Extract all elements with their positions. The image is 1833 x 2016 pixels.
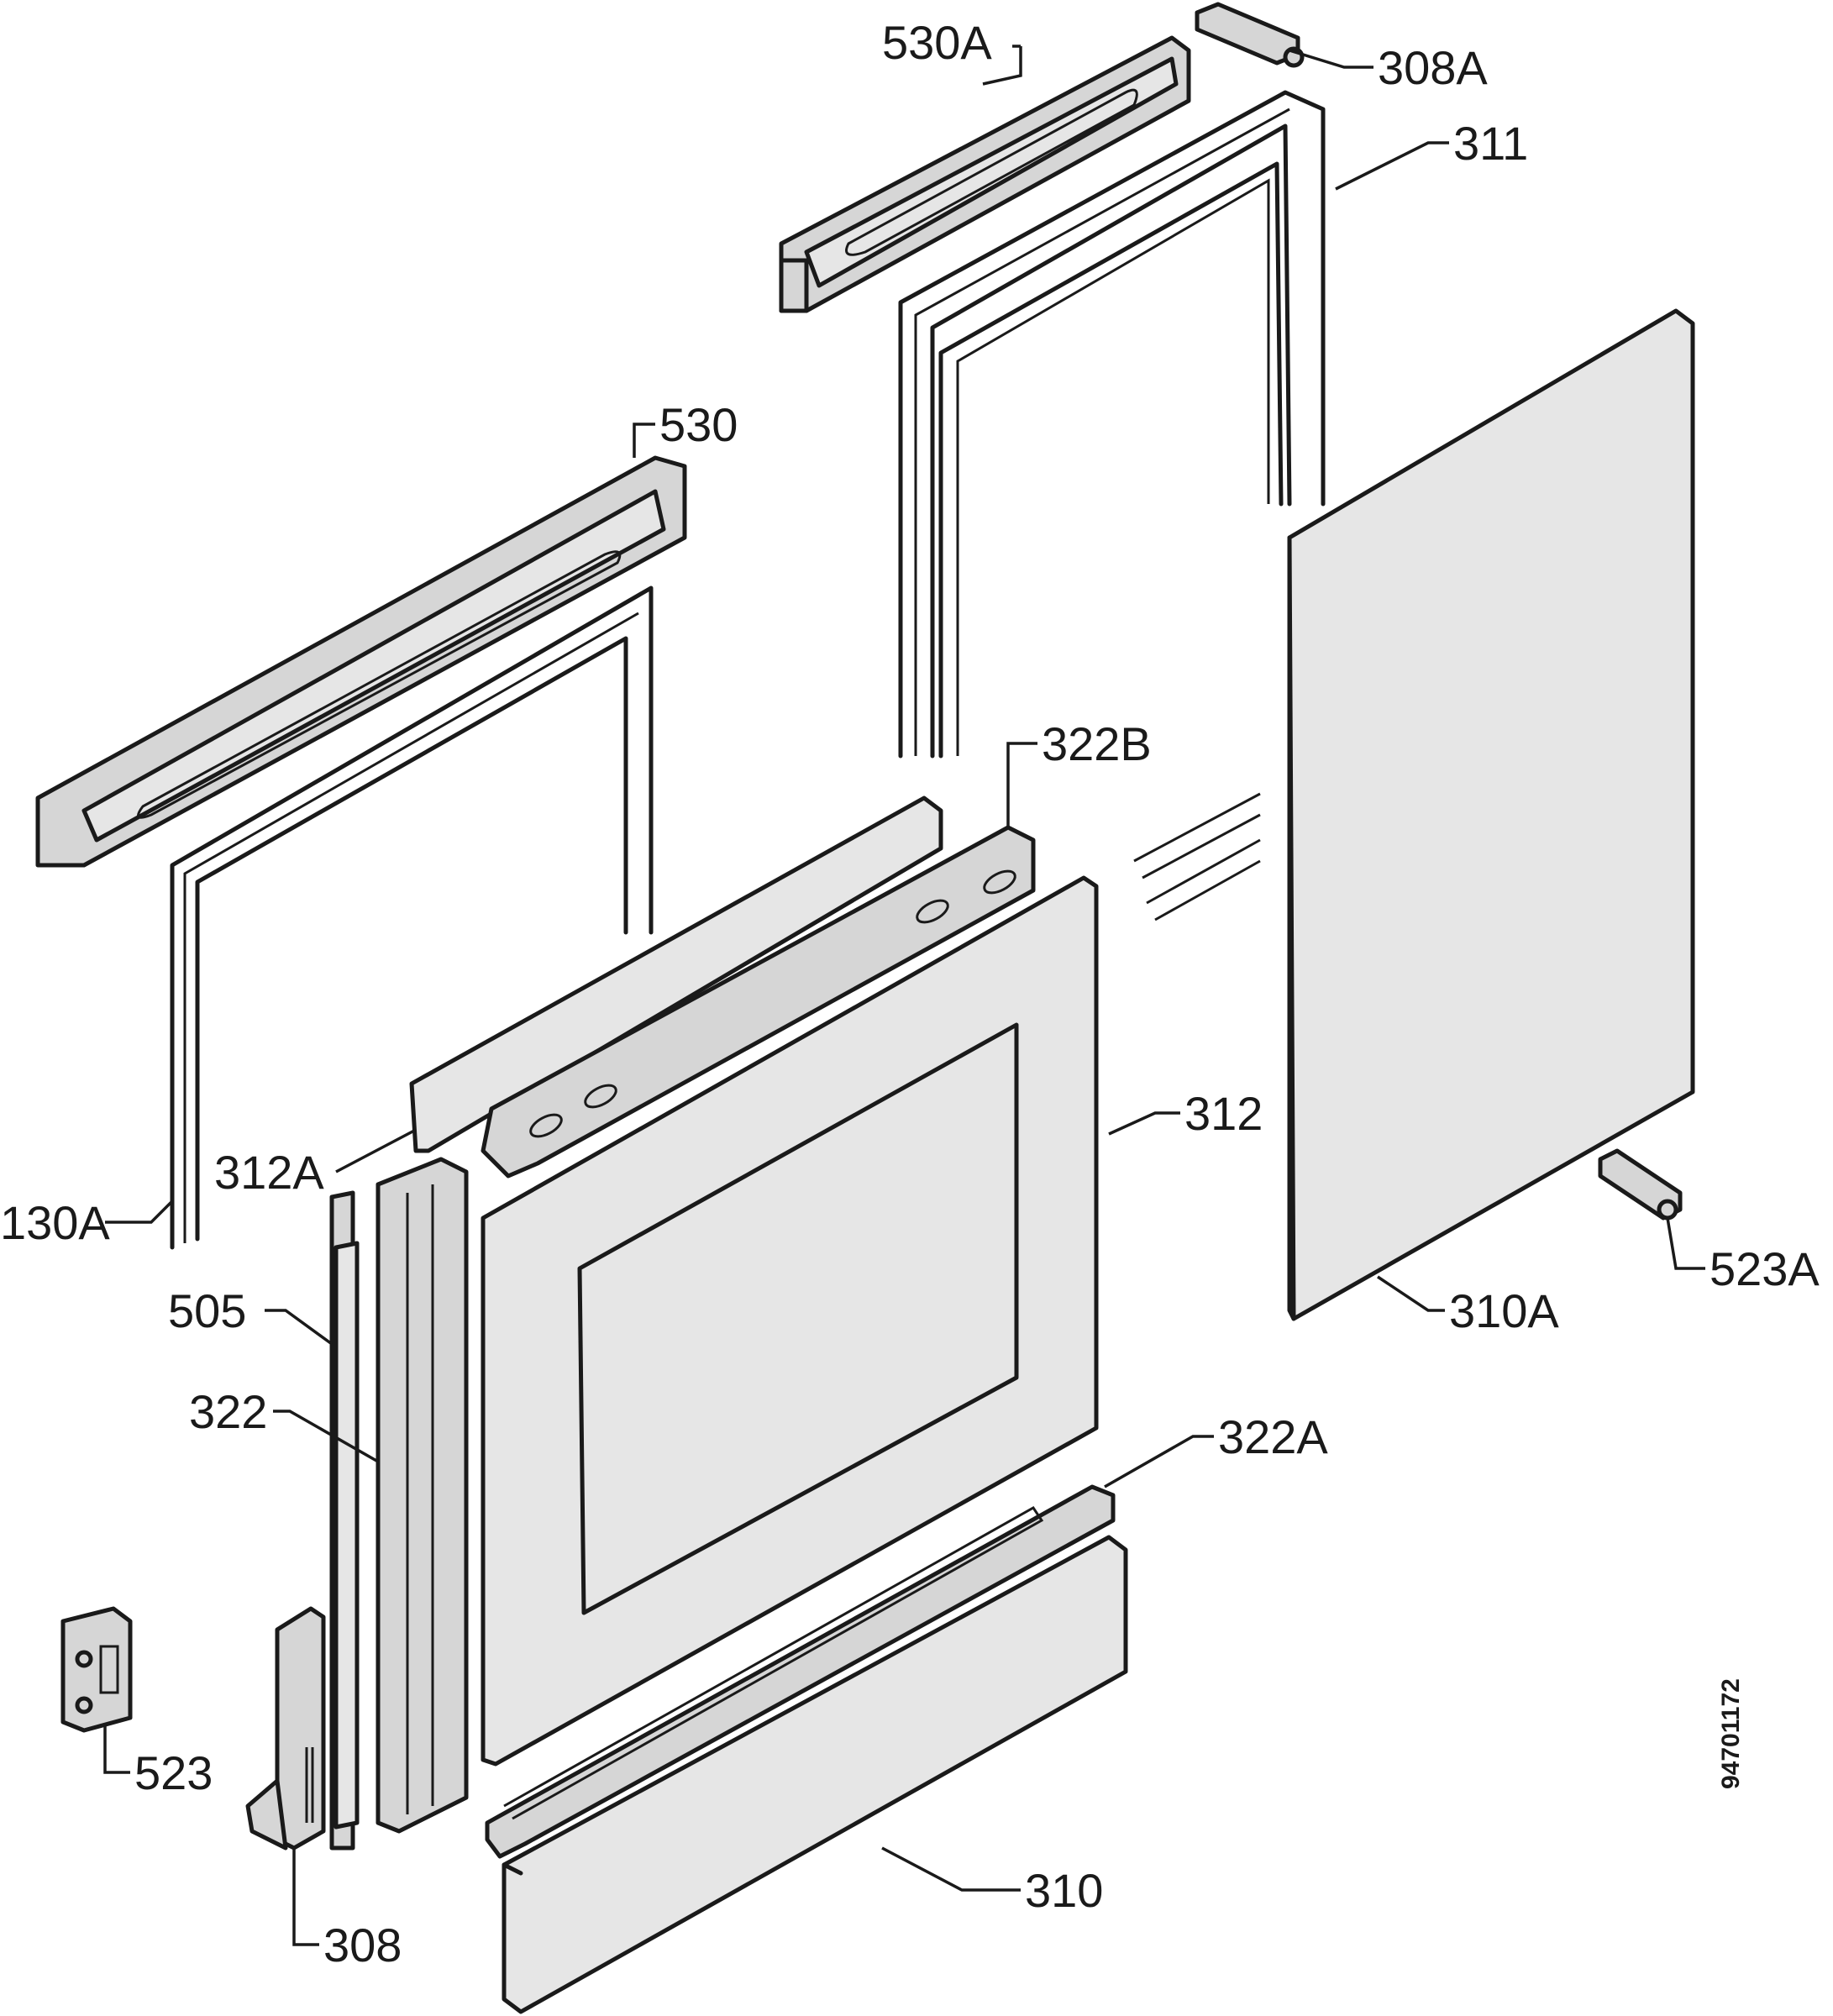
leader-308: [292, 1848, 319, 1946]
callout-312: 312: [1184, 1087, 1263, 1140]
callout-523a: 523A: [1710, 1242, 1820, 1295]
callout-322: 322: [189, 1385, 267, 1438]
callout-530a: 530A: [882, 16, 992, 69]
callout-312a: 312A: [214, 1146, 324, 1199]
callouts: 530A 308A 311 530 322B 312 312A 130A 505…: [0, 16, 1820, 1971]
part-312-door-glass: [481, 875, 1099, 1767]
part-322a-bottom-rail: [485, 1484, 1116, 1859]
leader-308a: [1289, 49, 1373, 69]
part-530a-upper-handle: [779, 35, 1191, 313]
leader-lines: [103, 45, 1705, 1946]
leader-322b: [1006, 742, 1037, 827]
callout-322a: 322A: [1218, 1410, 1328, 1463]
leader-505: [265, 1309, 334, 1346]
part-130a-door-seal: [170, 585, 654, 1250]
part-523a-hinge-bracket: [1598, 1148, 1683, 1221]
callout-523: 523: [134, 1746, 213, 1799]
part-312a-inner-panel: [409, 795, 943, 1153]
break-lines: [1133, 792, 1261, 921]
callout-308: 308: [323, 1919, 402, 1971]
callout-310: 310: [1025, 1864, 1103, 1917]
callout-530: 530: [659, 398, 738, 451]
part-322-side-rail: [376, 1157, 469, 1834]
leader-310: [881, 1846, 1021, 1892]
leader-530a: [982, 46, 1022, 86]
leader-322a: [1104, 1435, 1214, 1488]
leader-523a: [1666, 1217, 1705, 1270]
leader-311: [1335, 141, 1449, 191]
callout-505: 505: [168, 1284, 246, 1337]
leader-312a: [335, 1128, 417, 1173]
part-308-bottom-hinge: [245, 1606, 326, 1851]
part-310-bottom-trim: [502, 1535, 1128, 2014]
leader-322: [273, 1410, 379, 1463]
leader-530: [633, 423, 655, 458]
callout-311: 311: [1453, 117, 1528, 170]
part-530-lower-handle: [35, 455, 687, 868]
callout-130a: 130A: [0, 1196, 110, 1249]
part-523-catch: [60, 1606, 133, 1733]
leader-130a: [105, 1200, 174, 1224]
document-number: 94701172: [1717, 1678, 1745, 1789]
part-505-side-trim: [329, 1190, 360, 1851]
part-308a-top-hinge: [1195, 2, 1305, 68]
leader-310a: [1377, 1275, 1445, 1312]
leader-523: [103, 1726, 130, 1774]
leader-312: [1108, 1111, 1180, 1136]
part-311-inner-frame: [898, 90, 1326, 759]
part-310a-outer-glass: [1287, 308, 1695, 1321]
callout-322b: 322B: [1042, 717, 1152, 770]
callout-310a: 310A: [1449, 1284, 1559, 1337]
part-322b-top-rail: [481, 825, 1036, 1179]
callout-308a: 308A: [1378, 41, 1488, 94]
